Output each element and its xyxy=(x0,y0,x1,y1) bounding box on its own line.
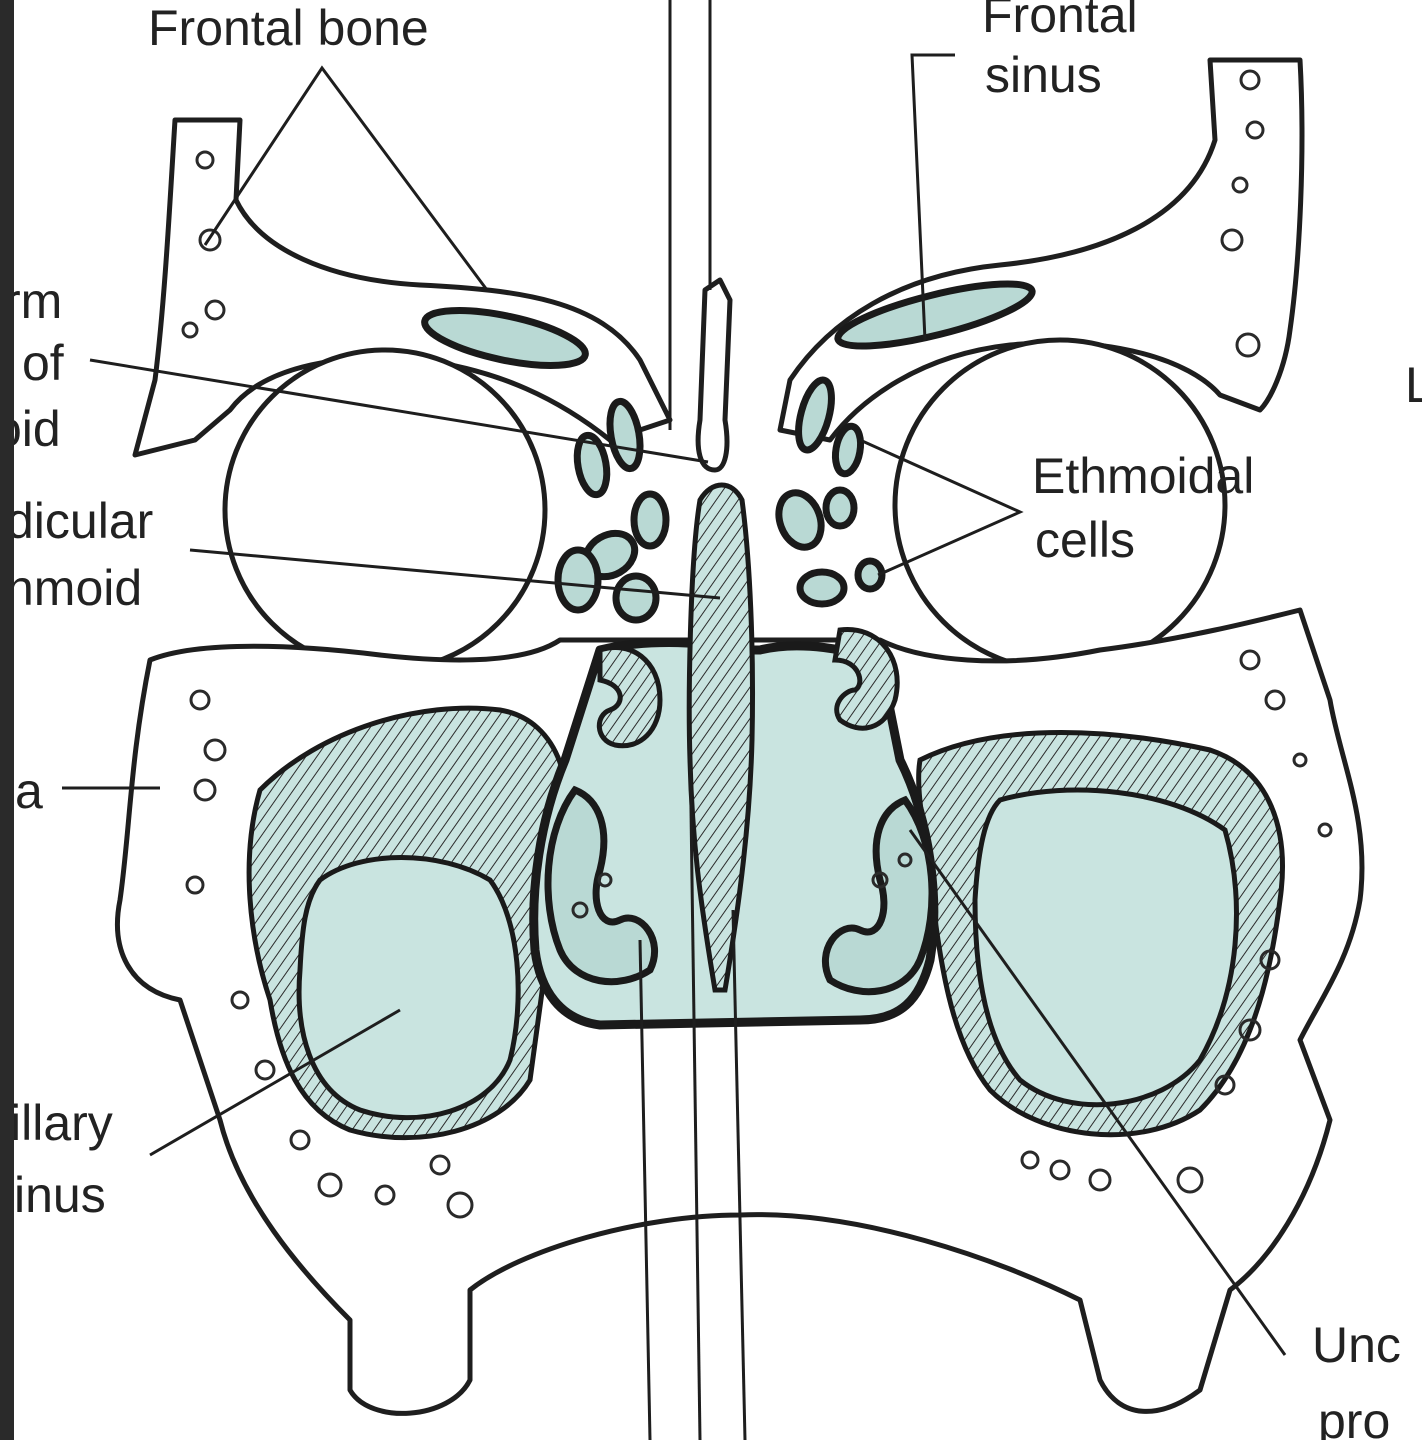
label-maxilla-a: a xyxy=(15,763,43,819)
label-frontal-sinus-2: sinus xyxy=(985,47,1102,103)
label-frontal-sinus-1: Frontal xyxy=(982,0,1138,43)
label-frontal-bone: Frontal bone xyxy=(148,0,429,56)
label-maxillary-1: illary xyxy=(14,1095,113,1151)
crista-galli xyxy=(698,280,730,470)
label-perpendicular-1: dicular xyxy=(14,493,153,549)
maxillary-sinus-left xyxy=(299,858,518,1118)
image-frame-border xyxy=(0,0,14,1440)
label-orbital-plate-2: of xyxy=(22,335,64,391)
diagram-canvas: Frontal bone Frontal sinus rm of oid dic… xyxy=(14,0,1422,1440)
label-uncinate-2: pro xyxy=(1318,1393,1390,1440)
label-maxillary-2: inus xyxy=(14,1167,106,1223)
label-orbital-plate-3: oid xyxy=(14,401,61,457)
label-orbital-plate-1: rm xyxy=(14,273,62,329)
orbit-right xyxy=(895,340,1225,670)
label-ethmoidal-1: Ethmoidal xyxy=(1032,448,1254,504)
label-perpendicular-2: hmoid xyxy=(14,560,142,616)
label-uncinate-1: Unc xyxy=(1312,1317,1401,1373)
nasal-sinus-cross-section: Frontal bone Frontal sinus rm of oid dic… xyxy=(14,0,1422,1440)
orbit-left xyxy=(225,350,545,670)
label-ethmoidal-2: cells xyxy=(1035,512,1135,568)
maxillary-sinus-right xyxy=(975,790,1236,1105)
label-right-edge-letter: L xyxy=(1405,357,1422,413)
